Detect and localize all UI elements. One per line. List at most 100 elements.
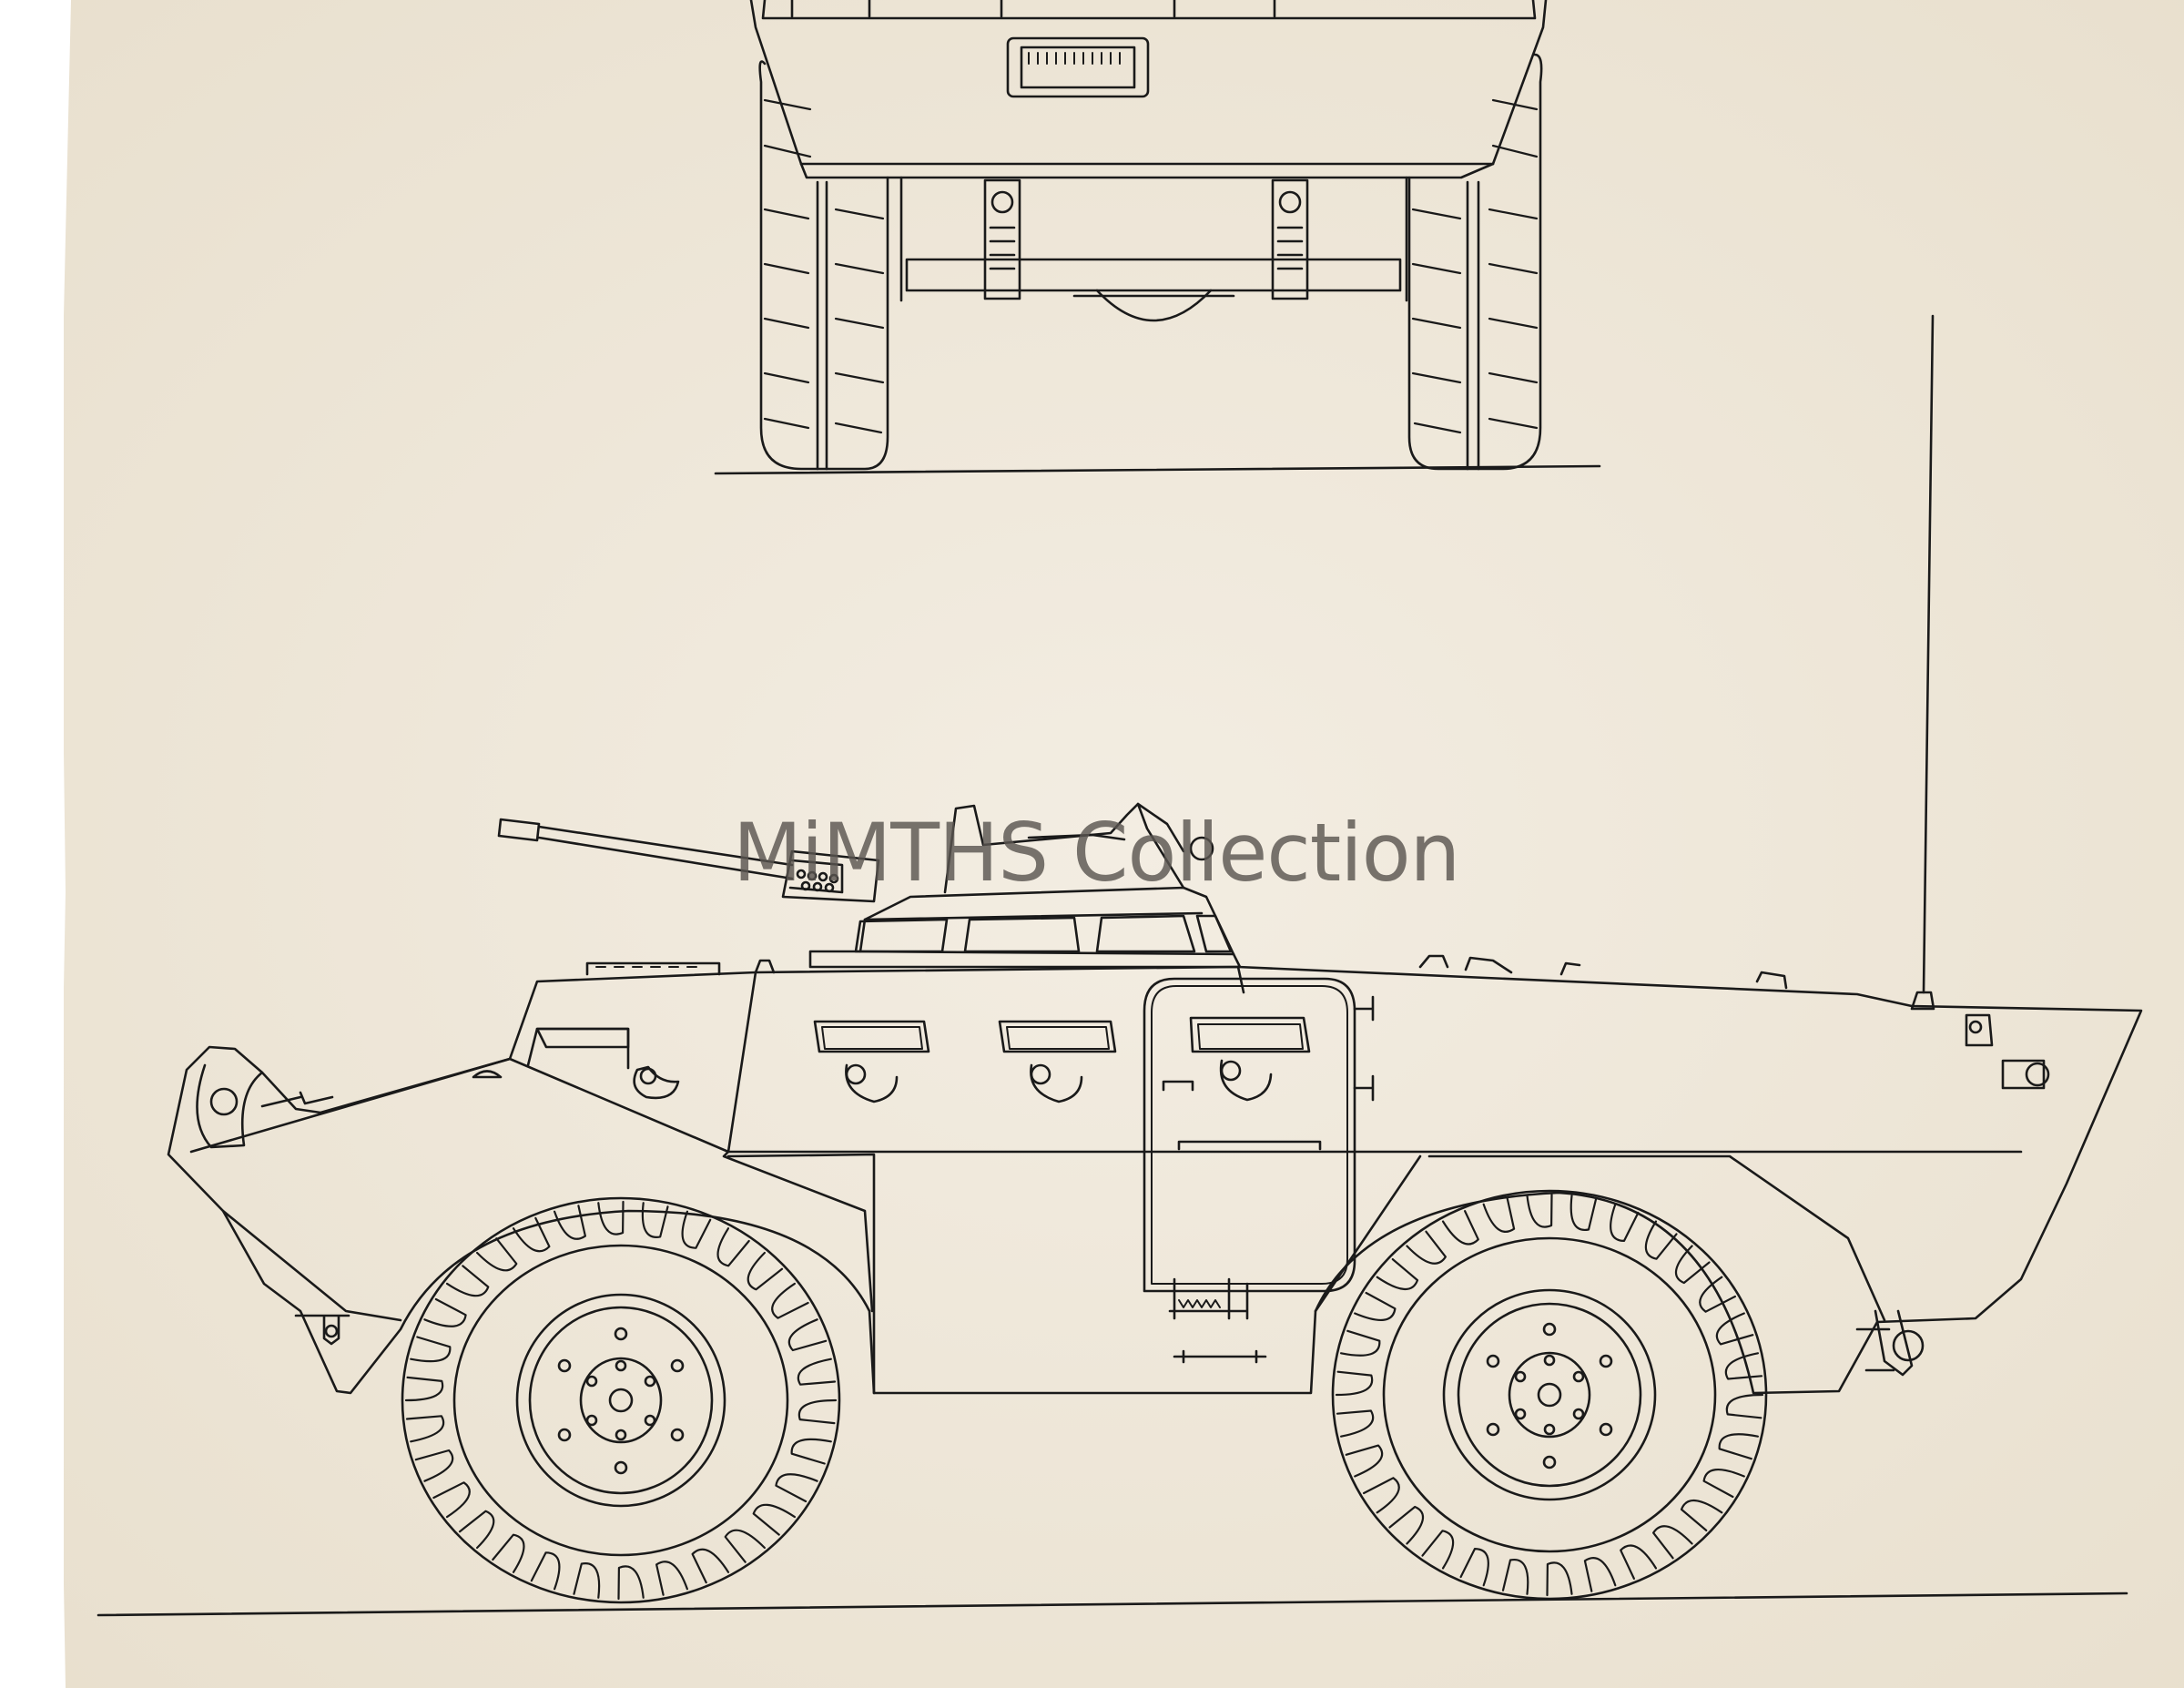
rear-tow-pintle <box>1855 1309 1925 1377</box>
tread-lug <box>617 1565 645 1601</box>
tread-lug <box>1336 1409 1375 1438</box>
rear-view <box>714 0 1601 475</box>
tread-lug <box>1340 1329 1381 1357</box>
tread-lug <box>1335 1370 1374 1397</box>
antenna <box>1922 314 1935 994</box>
tread-lug <box>655 1561 688 1596</box>
rear-ground-line <box>714 464 1601 475</box>
tread-lug <box>787 1318 828 1352</box>
tread-lug <box>414 1449 454 1482</box>
front-wheel <box>401 1196 841 1604</box>
tread-lug <box>1699 1276 1736 1313</box>
tread-lug <box>1610 1203 1640 1242</box>
turret <box>781 802 1242 969</box>
vision-block-1 <box>813 1020 930 1053</box>
tread-lug <box>716 1227 750 1267</box>
tread-lug <box>747 1251 784 1291</box>
tread-lug <box>1674 1245 1711 1285</box>
turret-vision-3 <box>1095 914 1196 953</box>
side-ground-line <box>97 1591 2128 1617</box>
tread-lug <box>1718 1433 1759 1460</box>
tread-lug <box>1388 1505 1425 1545</box>
front-tow-eye <box>196 1063 264 1149</box>
tread-lug <box>681 1210 712 1249</box>
tread-lug <box>554 1205 586 1240</box>
rear-light <box>1965 1013 2050 1090</box>
firing-port-3 <box>1219 1059 1273 1102</box>
tread-lug <box>1459 1548 1489 1587</box>
tread-lug <box>446 1265 490 1297</box>
tread-lug <box>1724 1352 1763 1380</box>
tread-lug <box>1715 1312 1754 1346</box>
tread-lug <box>1376 1258 1419 1290</box>
driver-vision-block <box>526 1027 630 1070</box>
main-gun <box>497 818 844 894</box>
tread-lug <box>1421 1530 1455 1570</box>
hull-firing-port-1 <box>633 1065 680 1100</box>
tread-lug <box>641 1202 669 1238</box>
tread-lug <box>797 1398 838 1425</box>
hull-step <box>1173 1349 1267 1364</box>
tread-lug <box>1644 1220 1678 1260</box>
front-lift-eye <box>322 1315 340 1346</box>
tread-lug <box>1354 1291 1397 1321</box>
paper-background <box>58 0 2184 1688</box>
tread-lug <box>724 1529 766 1563</box>
tread-lug <box>1406 1230 1447 1265</box>
tread-lug <box>432 1481 471 1519</box>
turret-vision-1 <box>854 918 949 953</box>
tread-lug <box>476 1237 518 1272</box>
left-margin <box>0 0 64 1688</box>
tread-lug <box>1501 1559 1529 1595</box>
rear-hull <box>749 0 1548 179</box>
tread-lug <box>775 1473 818 1503</box>
tread-lug <box>752 1503 796 1536</box>
side-view <box>97 314 2143 1617</box>
rear-wheel <box>1331 1189 1768 1601</box>
tread-lug <box>1363 1477 1400 1514</box>
tread-lug <box>1583 1557 1617 1592</box>
tread-lug <box>1725 1393 1764 1419</box>
tread-lug <box>512 1216 551 1253</box>
tread-lug <box>1680 1500 1723 1531</box>
rear-tire-left <box>758 60 889 471</box>
door-step <box>1168 1277 1249 1320</box>
tread-lug <box>404 1376 444 1402</box>
rear-shackle-left <box>983 178 1021 300</box>
tread-lug <box>1526 1193 1553 1228</box>
side-door <box>1143 977 1375 1320</box>
tread-lug <box>1620 1544 1658 1580</box>
tread-lug <box>771 1282 809 1319</box>
vision-block-2 <box>998 1020 1117 1053</box>
firing-port-2 <box>1030 1063 1083 1103</box>
tread-lug <box>691 1548 730 1584</box>
tread-lug <box>1569 1195 1598 1231</box>
rear-tire-tread <box>1335 1193 1764 1597</box>
tread-lug <box>1702 1469 1745 1499</box>
rear-winch <box>1006 36 1150 98</box>
rear-differential <box>1095 289 1213 322</box>
firing-port-1 <box>845 1063 899 1103</box>
tread-lug <box>573 1562 601 1599</box>
tread-lug <box>790 1438 832 1465</box>
vision-block-3 <box>1189 1016 1311 1053</box>
tread-lug <box>458 1510 495 1550</box>
tread-lug <box>423 1297 467 1327</box>
tread-lug <box>1345 1444 1384 1478</box>
tread-lug <box>410 1336 452 1363</box>
tread-lug <box>1441 1210 1479 1246</box>
turret-vision-2 <box>963 916 1081 953</box>
tread-lug <box>1482 1197 1516 1233</box>
rear-tire-right <box>1407 53 1543 471</box>
gun-mantlet <box>781 849 880 903</box>
tread-lug <box>405 1415 445 1443</box>
engine-grille <box>585 961 721 976</box>
tread-lug <box>492 1533 525 1573</box>
antenna-base <box>1910 991 1935 1011</box>
rear-shackle-right <box>1271 178 1309 300</box>
tread-lug <box>597 1200 625 1235</box>
rear-axle <box>905 258 1402 292</box>
tread-lug <box>530 1551 561 1591</box>
